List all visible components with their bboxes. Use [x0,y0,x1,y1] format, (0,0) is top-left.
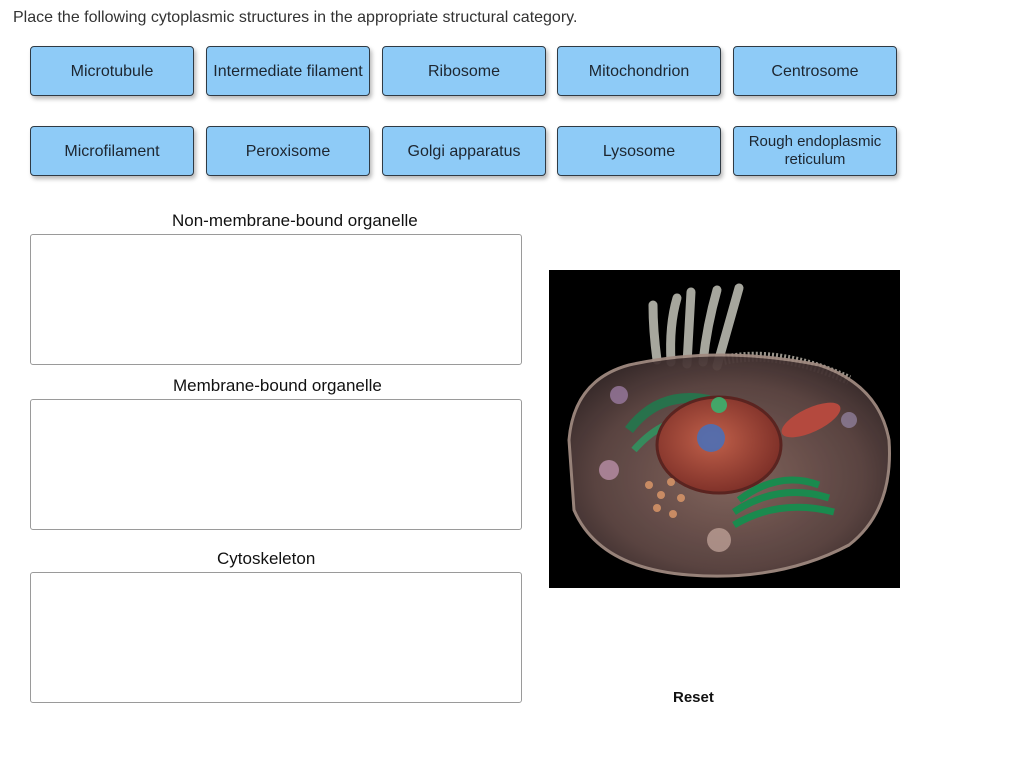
instruction-text: Place the following cytoplasmic structur… [13,9,578,26]
chip-ribosome[interactable]: Ribosome [382,46,546,96]
cell-illustration [549,270,900,588]
chip-centrosome[interactable]: Centrosome [733,46,897,96]
dropzone-membrane-bound[interactable] [30,399,522,530]
category-label-non-membrane: Non-membrane-bound organelle [172,211,418,230]
chip-golgi-apparatus[interactable]: Golgi apparatus [382,126,546,176]
chip-peroxisome[interactable]: Peroxisome [206,126,370,176]
dropzone-cytoskeleton[interactable] [30,572,522,703]
chip-lysosome[interactable]: Lysosome [557,126,721,176]
chip-mitochondrion[interactable]: Mitochondrion [557,46,721,96]
chip-rough-endoplasmic-reticulum[interactable]: Rough endoplasmic reticulum [733,126,897,176]
chip-microfilament[interactable]: Microfilament [30,126,194,176]
category-label-cytoskeleton: Cytoskeleton [217,549,316,568]
category-label-membrane: Membrane-bound organelle [173,376,382,395]
reset-button[interactable]: Reset [673,689,714,706]
chip-intermediate-filament[interactable]: Intermediate filament [206,46,370,96]
chip-microtubule[interactable]: Microtubule [30,46,194,96]
dropzone-non-membrane-bound[interactable] [30,234,522,365]
